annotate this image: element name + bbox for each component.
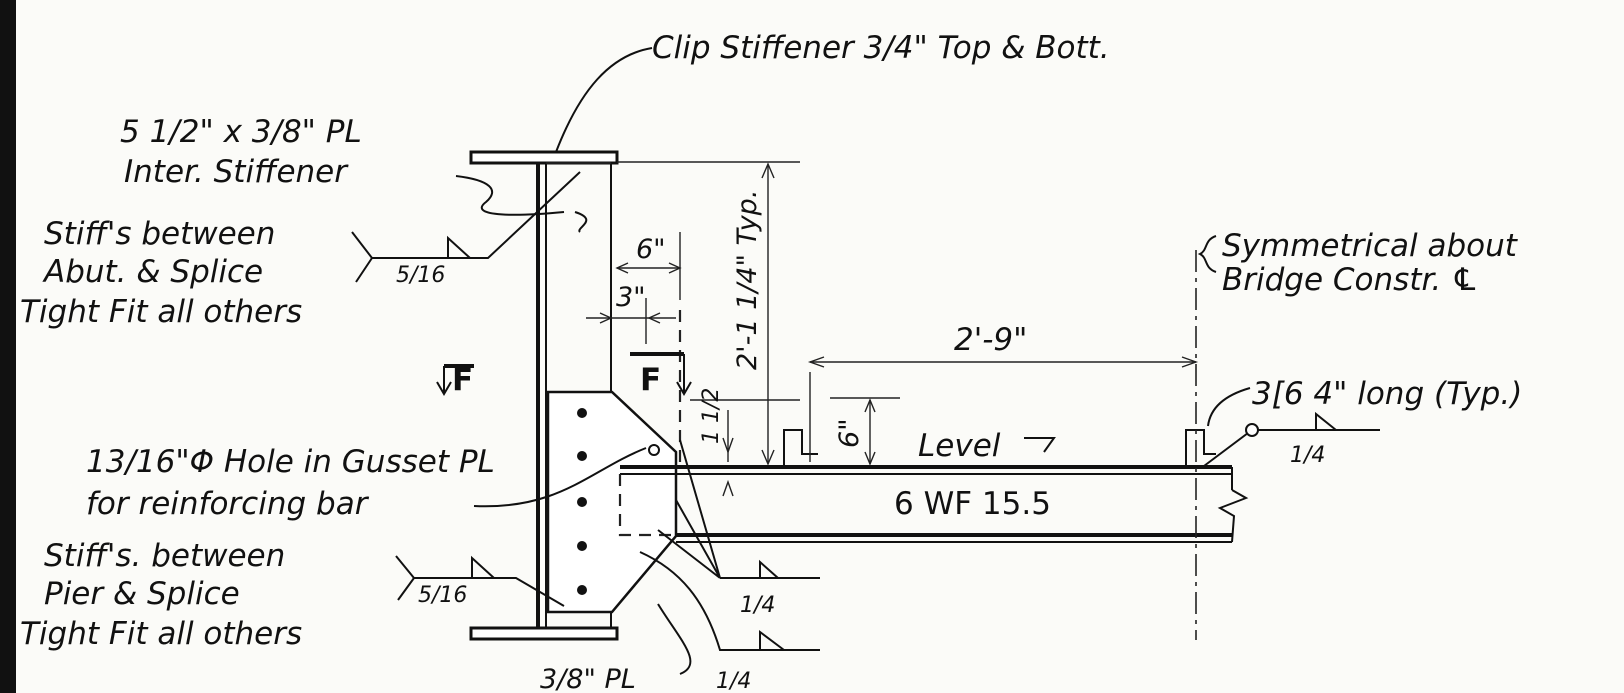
left-border xyxy=(0,0,16,693)
hidden-beam-end xyxy=(618,474,676,537)
label-stiffs-abut-3: Tight Fit all others xyxy=(20,294,302,330)
dim-depth-typ: 2'-1 1/4" Typ. xyxy=(732,190,763,370)
label-stiffs-pier-3: Tight Fit all others xyxy=(20,616,302,652)
dim-span: 2'-9" xyxy=(954,322,1027,358)
label-inter-stiffener-size: 5 1/2" x 3/8" PL xyxy=(120,114,362,150)
top-flange xyxy=(469,150,619,165)
label-hole-1: 13/16"Φ Hole in Gusset PL xyxy=(86,444,495,480)
reinforcing-bar-hole xyxy=(648,444,660,456)
label-gusset-plate: 3/8" PL xyxy=(540,664,636,693)
weld-abut-size: 5/16 xyxy=(396,263,445,288)
bolt-hole xyxy=(577,451,587,461)
dim-one-half: 1 1/2 xyxy=(699,388,724,444)
gusset-plate xyxy=(546,390,678,614)
dim-six-top: 6" xyxy=(636,234,666,265)
dim-three: 3" xyxy=(616,282,646,313)
channel-clip-left xyxy=(783,429,818,466)
channel-clip-right xyxy=(1185,429,1216,466)
label-inter-stiffener: Inter. Stiffener xyxy=(124,154,349,190)
section-mark-right: F xyxy=(640,362,661,398)
bolt-hole xyxy=(577,408,587,418)
bottom-flange xyxy=(469,626,619,641)
label-stiffs-abut-2: Abut. & Splice xyxy=(42,254,263,290)
bolt-hole xyxy=(577,541,587,551)
label-level: Level xyxy=(918,428,1001,464)
label-beam-section: 6 WF 15.5 xyxy=(894,486,1051,522)
label-stiffs-abut-1: Stiff's between xyxy=(44,216,275,252)
label-hole-2: for reinforcing bar xyxy=(86,486,370,522)
label-stiffs-pier-1: Stiff's. between xyxy=(44,538,285,574)
section-marks xyxy=(436,352,692,396)
section-mark-left: F xyxy=(452,362,473,398)
dim-six-vertical: 6" xyxy=(834,418,865,448)
bolt-hole xyxy=(577,585,587,595)
channel-clips xyxy=(783,429,1216,466)
break-line xyxy=(1217,489,1249,543)
weld-channel-size: 1/4 xyxy=(1290,443,1325,468)
label-channel-note: 3[6 4" long (Typ.) xyxy=(1252,376,1522,412)
label-symmetrical-2: Bridge Constr. ℄ xyxy=(1222,262,1479,298)
label-stiffs-pier-2: Pier & Splice xyxy=(44,576,240,612)
weld-bottom-size: 1/4 xyxy=(716,669,751,693)
dimensions xyxy=(586,161,1199,497)
label-clip-stiffener: Clip Stiffener 3/4" Top & Bott. xyxy=(652,30,1110,66)
weld-pier-size: 5/16 xyxy=(418,583,467,608)
bolt-hole xyxy=(577,497,587,507)
floor-beam xyxy=(618,465,1249,543)
weld-gusset-size: 1/4 xyxy=(740,593,775,618)
label-symmetrical-1: Symmetrical about xyxy=(1222,228,1519,264)
gusset-outline xyxy=(546,390,678,614)
leaders xyxy=(351,47,1380,675)
